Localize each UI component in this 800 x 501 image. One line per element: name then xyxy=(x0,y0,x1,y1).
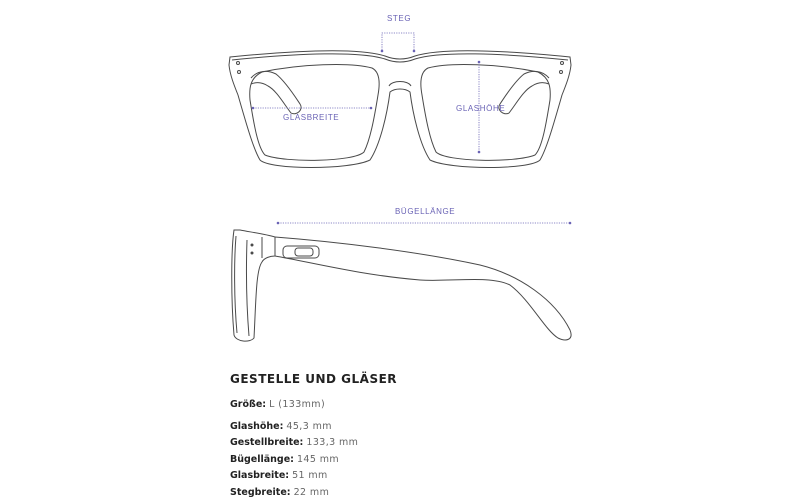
steg-bracket xyxy=(382,33,414,50)
side-view-diagram xyxy=(232,230,571,341)
spec-row: Glashöhe:45,3 mm xyxy=(230,419,397,436)
buegellaenge-label: BÜGELLÄNGE xyxy=(395,207,455,216)
steg-label: STEG xyxy=(387,14,411,23)
spec-row: Glasbreite:51 mm xyxy=(230,468,397,485)
spec-label: Gestellbreite: xyxy=(230,437,303,448)
spec-label: Größe: xyxy=(230,399,266,410)
specs-title: GESTELLE UND GLÄSER xyxy=(230,372,397,386)
spec-label: Stegbreite: xyxy=(230,487,291,498)
spec-value: 145 mm xyxy=(297,454,339,465)
spec-label: Bügellänge: xyxy=(230,454,294,465)
spec-value: 51 mm xyxy=(292,470,328,481)
spec-row: Gestellbreite:133,3 mm xyxy=(230,435,397,452)
glasbreite-label: GLASBREITE xyxy=(283,113,339,122)
spec-value: 133,3 mm xyxy=(306,437,358,448)
spec-value: L (133mm) xyxy=(269,399,325,410)
spec-row-size: Größe:L (133mm) xyxy=(230,397,397,414)
specs-section: GESTELLE UND GLÄSER Größe:L (133mm) Glas… xyxy=(230,372,397,501)
glashoehe-label: GLASHÖHE xyxy=(456,104,505,113)
spec-row: Stegbreite:22 mm xyxy=(230,485,397,501)
spec-row: Bügellänge:145 mm xyxy=(230,452,397,469)
spec-value: 45,3 mm xyxy=(286,421,331,432)
spec-label: Glasbreite: xyxy=(230,470,289,481)
spec-label: Glashöhe: xyxy=(230,421,283,432)
spec-value: 22 mm xyxy=(294,487,330,498)
